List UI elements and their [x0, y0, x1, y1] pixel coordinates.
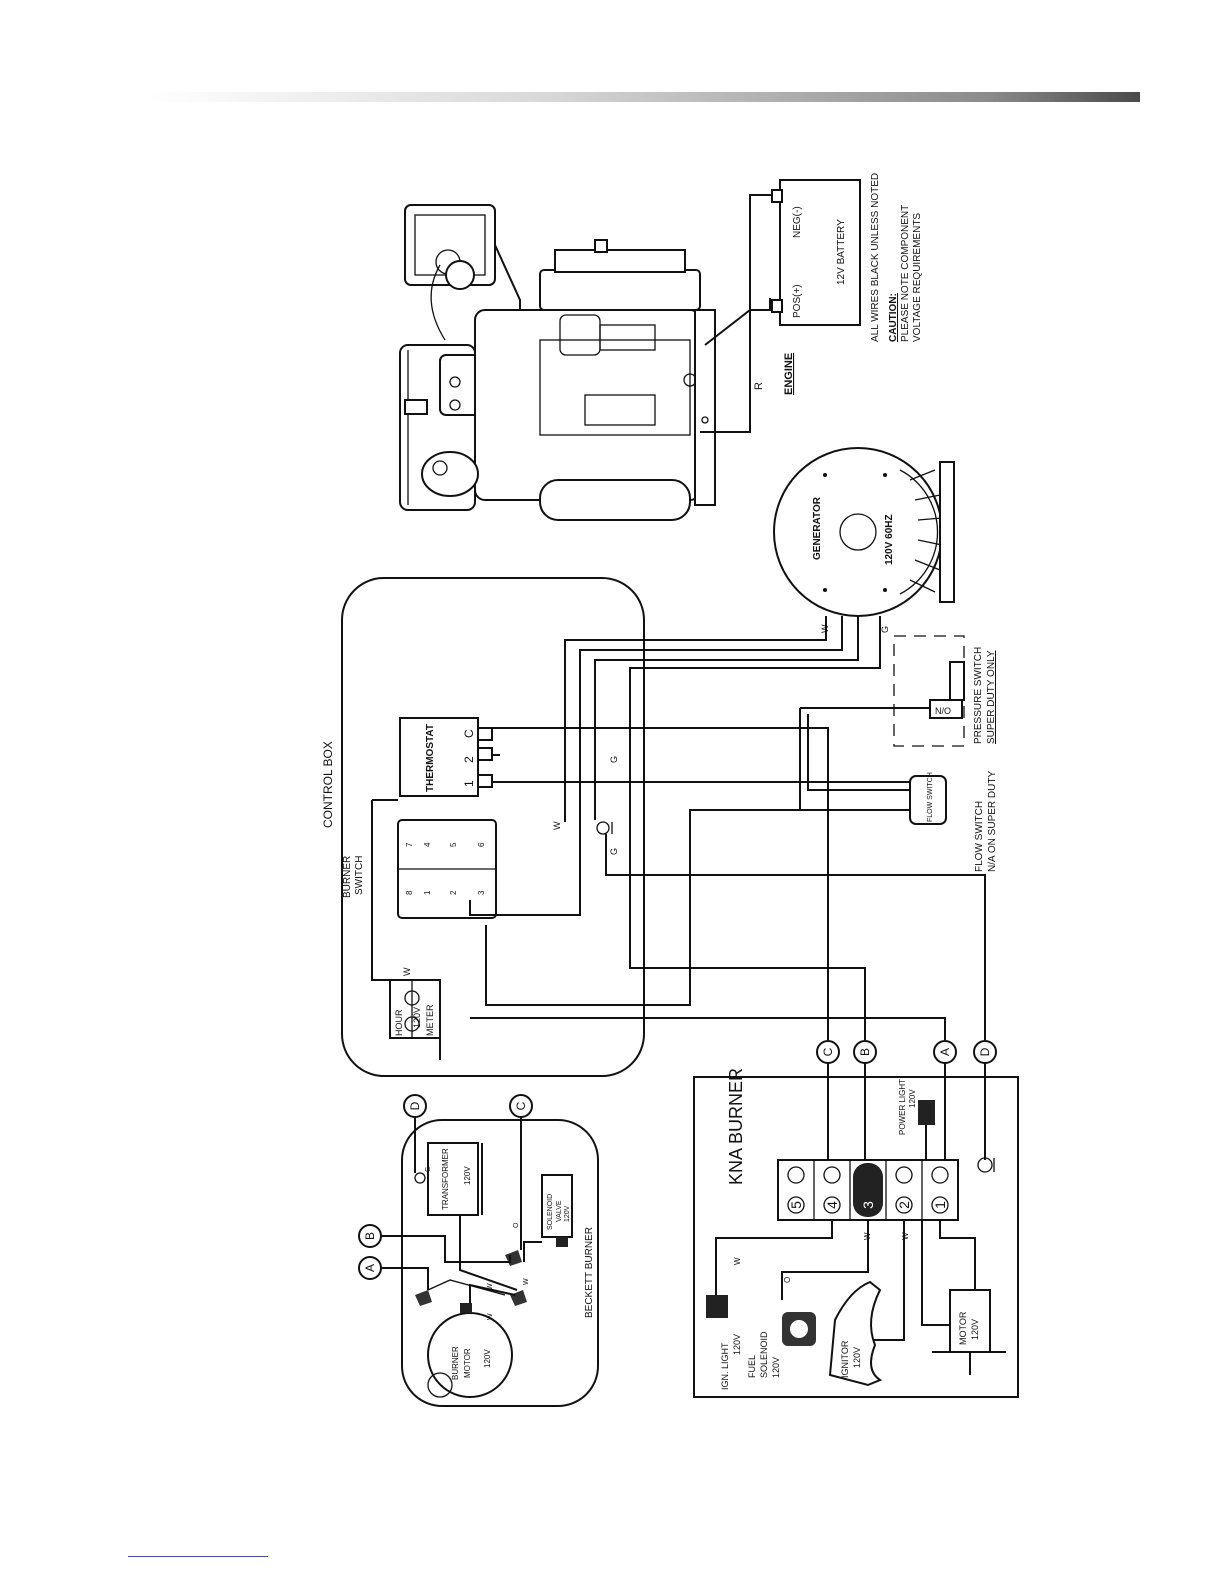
notes: ALL WIRES BLACK UNLESS NOTED CAUTION: PL… — [870, 173, 923, 342]
connector-c: C — [821, 1047, 835, 1056]
flow-switch-label-1: FLOW SWITCH — [974, 801, 985, 872]
transformer-label-2: 120V — [463, 1166, 472, 1185]
hour-meter-label-2: 120V — [412, 1007, 422, 1028]
fuel-solenoid-label-1: FUEL — [747, 1355, 757, 1378]
motor-label-1: MOTOR — [958, 1311, 968, 1345]
hour-meter-label-3: METER — [425, 1004, 435, 1036]
connector-b: B — [858, 1048, 872, 1056]
header-bar — [150, 92, 1140, 102]
footer-rule — [128, 1556, 268, 1557]
flow-switch-label-2: N/A ON SUPER DUTY — [987, 771, 998, 872]
cb-wire-w: W — [552, 821, 562, 830]
thermostat-terminal-2: 2 — [462, 756, 476, 763]
wire-label-r: R — [753, 382, 765, 390]
terminal-3: 3 — [860, 1201, 876, 1209]
thermostat-label: THERMOSTAT — [425, 724, 436, 792]
switch-pin-8: 8 — [405, 890, 414, 895]
control-box: CONTROL BOX THERMOSTAT 1 2 C BURNER SWIT… — [321, 577, 645, 1077]
switch-pin-1: 1 — [423, 890, 432, 895]
beckett-connector-d: D — [408, 1101, 422, 1110]
burner-motor-label-3: 120V — [483, 1349, 492, 1368]
battery-pos-label: POS(+) — [792, 284, 803, 318]
caution-line-1: PLEASE NOTE COMPONENT — [900, 205, 911, 342]
kna-wire-o: O — [783, 1277, 792, 1283]
engine-illustration: R ENGINE — [399, 194, 795, 521]
fuel-solenoid-label-3: 120V — [771, 1357, 781, 1378]
caution-line-2: VOLTAGE REQUIREMENTS — [912, 213, 923, 342]
thermostat-terminal-1: 1 — [462, 780, 476, 787]
pressure-switch-label-2: SUPER DUTY ONLY — [986, 650, 997, 744]
engine-label: ENGINE — [783, 353, 795, 395]
generator: GENERATOR 120V 60HZ W G — [773, 447, 955, 633]
solenoid-label-1: SOLENOID — [547, 1194, 554, 1230]
beckett-wire-w-3: W — [523, 1278, 530, 1285]
motor-label-2: 120V — [970, 1319, 980, 1340]
beckett-wire-w-1: W — [487, 1283, 494, 1290]
pressure-switch: N/O PRESSURE SWITCH SUPER DUTY ONLY — [893, 635, 997, 747]
beckett-wire-o: O — [513, 1222, 520, 1228]
hour-meter-wire-w: W — [402, 967, 412, 976]
generator-rating: 120V 60HZ — [884, 514, 895, 565]
kna-wire-w-2: W — [863, 1232, 872, 1240]
beckett-connector-a: A — [363, 1264, 377, 1272]
switch-pin-6: 6 — [477, 842, 486, 847]
beckett-connector-b: B — [363, 1232, 377, 1240]
cb-wire-g-2: G — [609, 848, 619, 855]
cb-wire-g-1: G — [609, 756, 619, 763]
beckett-wire-g: G — [425, 1167, 432, 1172]
beckett-wire-w-2: W — [487, 1313, 494, 1320]
terminal-5: 5 — [788, 1201, 804, 1209]
terminal-1: 1 — [932, 1201, 948, 1209]
control-box-label: CONTROL BOX — [321, 741, 335, 828]
flow-switch-body-label: FLOW SWITCH — [927, 772, 934, 822]
beckett-burner-label: BECKETT BURNER — [584, 1227, 595, 1318]
flow-switch: FLOW SWITCH FLOW SWITCH N/A ON SUPER DUT… — [909, 771, 998, 872]
switch-pin-3: 3 — [477, 890, 486, 895]
battery: POS(+) NEG(-) 12V BATTERY — [771, 179, 861, 326]
connector-d: D — [978, 1047, 992, 1056]
hour-meter-label-1: HOUR — [394, 1009, 404, 1036]
generator-label: GENERATOR — [812, 496, 823, 560]
beckett-connector-c: C — [514, 1101, 528, 1110]
solenoid-label-3: 120V — [564, 1205, 571, 1222]
switch-pin-2: 2 — [449, 890, 458, 895]
battery-label: 12V BATTERY — [836, 219, 847, 285]
burner-motor-label-2: MOTOR — [463, 1348, 472, 1378]
power-light-label-2: 120V — [908, 1089, 917, 1108]
fuel-solenoid-label-2: SOLENOID — [759, 1331, 769, 1378]
battery-neg-label: NEG(-) — [792, 206, 803, 238]
thermostat-terminal-c: C — [462, 729, 476, 738]
power-light-label-1: POWER LIGHT — [898, 1079, 907, 1135]
all-wires-note: ALL WIRES BLACK UNLESS NOTED — [870, 173, 881, 342]
kna-burner: KNA BURNER 5 4 3 2 1 POWER LIGHT 120V — [693, 1068, 1019, 1398]
switch-pin-5: 5 — [449, 842, 458, 847]
kna-wire-w-3: W — [901, 1232, 910, 1240]
ign-light-label-1: IGN. LIGHT — [720, 1342, 730, 1390]
caution-label: CAUTION: — [888, 293, 899, 342]
burner-switch-label-2: SWITCH — [354, 856, 365, 895]
beckett-burner: BECKETT BURNER D C A B TRANSFORMER 120V … — [358, 1094, 599, 1407]
pressure-switch-no: N/O — [935, 706, 951, 716]
gen-wire-g: G — [880, 626, 890, 633]
burner-motor-label-1: BURNER — [451, 1346, 460, 1380]
burner-switch-label-1: BURNER — [342, 856, 353, 898]
connector-a: A — [938, 1048, 952, 1056]
wires — [371, 616, 986, 1060]
ignitor-label-1: IGNITOR — [840, 1340, 850, 1378]
transformer-label-1: TRANSFORMER — [441, 1148, 450, 1210]
terminal-4: 4 — [824, 1201, 840, 1209]
switch-pin-4: 4 — [423, 842, 432, 847]
kna-wire-w-1: W — [733, 1257, 742, 1265]
terminal-2: 2 — [896, 1201, 912, 1209]
switch-pin-7: 7 — [405, 842, 414, 847]
connectors-kna: C B A D — [816, 1040, 997, 1160]
kna-burner-label: KNA BURNER — [726, 1068, 746, 1185]
ignitor-label-2: 120V — [852, 1347, 862, 1368]
hour-meter — [389, 979, 441, 1039]
pressure-switch-label-1: PRESSURE SWITCH — [973, 647, 984, 744]
ign-light-label-2: 120V — [732, 1334, 742, 1355]
solenoid-label-2: VALVE — [556, 1200, 563, 1222]
